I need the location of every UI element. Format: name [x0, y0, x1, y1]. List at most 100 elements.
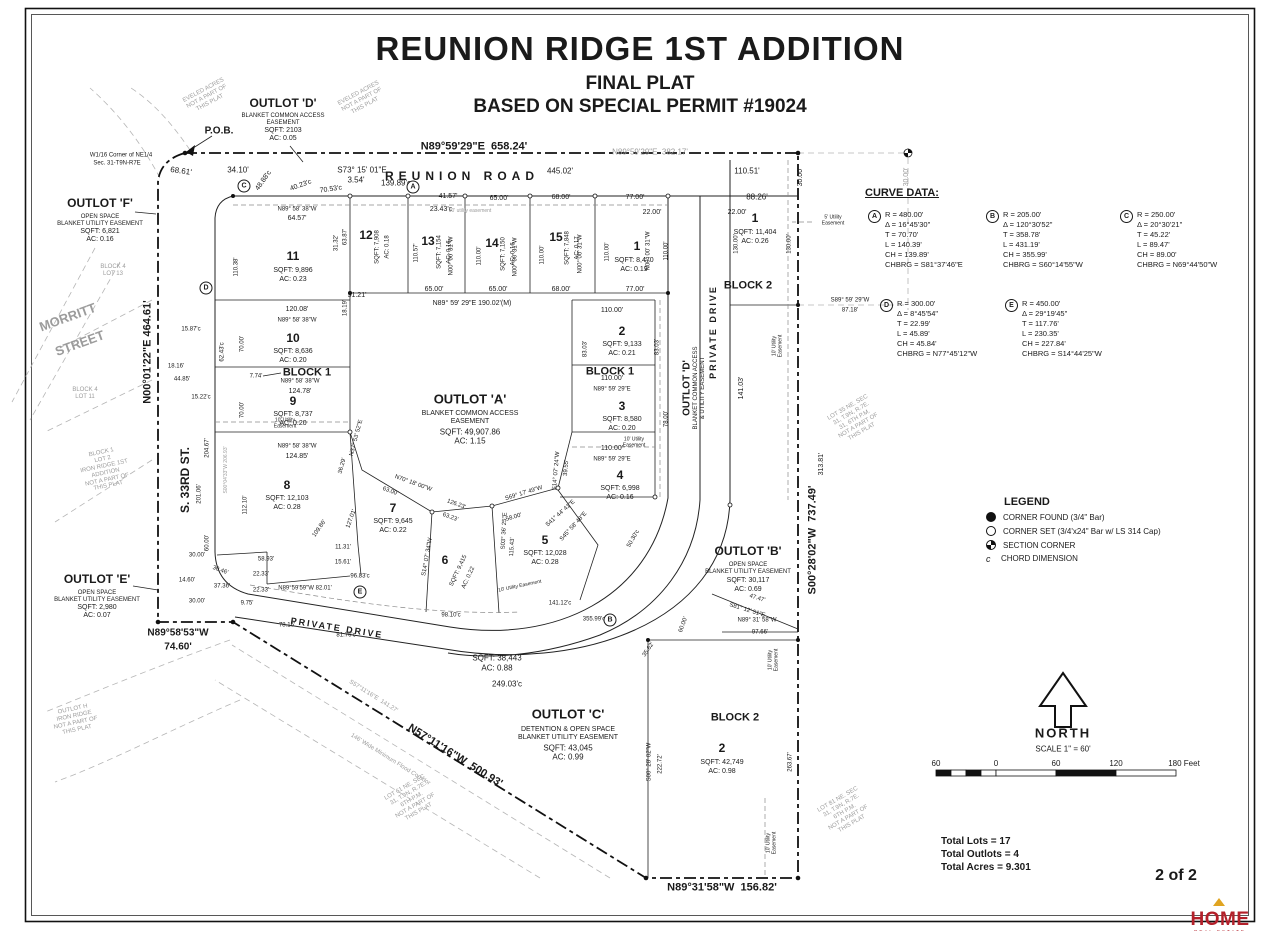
- plat-label: SQFT: 49,907.86: [439, 427, 501, 437]
- curve-value-line: T = 45.22': [1137, 230, 1171, 239]
- plat-label: AC: 0.88: [481, 663, 513, 673]
- plat-label: AC: 0.23: [279, 275, 307, 283]
- plat-label: N89° 58' 38"W: [277, 317, 317, 324]
- curve-value-line: Δ = 29°19'45": [1022, 309, 1068, 318]
- legend-item-label: SECTION CORNER: [1003, 540, 1076, 550]
- curve-values: R = 450.00'Δ = 29°19'45"T = 117.76'L = 2…: [1022, 299, 1102, 359]
- plat-label: 98.10'c: [441, 612, 461, 619]
- plat-label: 22.33': [252, 571, 270, 578]
- plat-label: 201.06': [196, 484, 203, 504]
- plat-label: 263.67': [787, 752, 794, 772]
- plat-label: SQFT: 6,998: [600, 484, 640, 492]
- legend-item: CORNER SET (3/4'x24" Bar w/ LS 314 Cap): [986, 526, 1161, 536]
- plat-label: 12: [359, 228, 373, 243]
- plat-label: 10' utility easement: [448, 208, 492, 215]
- curve-value-line: CHBRG = S14°44'25"W: [1022, 349, 1102, 358]
- plat-label: SQFT: 9,133: [602, 340, 642, 348]
- curve-value-line: R = 250.00': [1137, 210, 1176, 219]
- plat-label: N00° 00' 31"W: [577, 234, 584, 274]
- plat-label: S89° 59' 29"W: [830, 297, 870, 304]
- plat-subtitle: FINAL PLAT: [585, 73, 695, 94]
- scale-note: SCALE 1" = 60': [1035, 744, 1091, 754]
- plat-label: 5: [541, 533, 549, 548]
- plat-label: 14: [485, 236, 499, 251]
- plat-label: 41.57': [438, 192, 458, 200]
- curve-value-line: Δ = 120°30'52": [1003, 220, 1053, 229]
- corner-found-markers: [155, 150, 801, 881]
- plat-label: SQFT: 12,028: [523, 549, 567, 557]
- plat-label: 37.36': [213, 583, 231, 590]
- plat-label: SQFT: 8,636: [273, 347, 313, 355]
- plat-label: 110.00': [604, 242, 611, 262]
- plat-label: DETENTION & OPEN SPACE BLANKET UTILITY E…: [517, 725, 619, 741]
- plat-label: 22.00': [727, 208, 747, 216]
- plat-label: AC: 0.20: [279, 419, 307, 427]
- plat-label: N89° 59' 29"E: [593, 386, 631, 393]
- plat-label: SQFT: 2,980: [77, 603, 117, 611]
- plat-label: 110.38': [233, 257, 240, 277]
- plat-label: 141.03': [737, 376, 745, 400]
- plat-label: SQFT: 6,821: [80, 227, 120, 235]
- plat-label: S. 33RD ST.: [178, 446, 193, 514]
- plat-label: 64.57': [287, 214, 307, 222]
- plat-label: SQFT: 43,045: [543, 743, 593, 753]
- plat-label: 39.55': [562, 459, 571, 477]
- plat-label: AC: 0.20: [608, 424, 636, 432]
- plat-label: 30.00': [796, 167, 804, 187]
- plat-label: AC: 0.28: [531, 558, 559, 566]
- plat-label: N00°01'22"E 464.61': [141, 300, 154, 404]
- plat-label: 88.26': [746, 192, 768, 202]
- plat-label: SQFT: 42,749: [700, 758, 744, 766]
- plat-label: OPEN SPACE BLANKET UTILITY EASEMENT: [54, 590, 140, 603]
- plat-label: 110.00': [600, 374, 624, 382]
- plat-label: 15.87'c: [181, 326, 201, 333]
- plat-label: 22.00': [642, 208, 662, 216]
- plat-label: 10: [286, 331, 300, 346]
- curve-value-line: CH = 227.84': [1022, 339, 1066, 348]
- plat-label: 7: [389, 501, 397, 516]
- plat-label: Sec. 31-T9N-R7E: [93, 160, 141, 167]
- plat-label: AC: 0.18: [384, 235, 391, 259]
- plat-label: SQFT: 2103: [264, 126, 302, 134]
- plat-label: 6: [441, 553, 449, 568]
- plat-label: 1: [751, 211, 759, 226]
- curve-value-line: CH = 139.89': [885, 250, 929, 259]
- plat-label: N89° 58' 38"W: [277, 206, 317, 213]
- plat-label: BLOCK 4 LOT 13: [100, 264, 126, 277]
- plat-label: SQFT: 11,404: [733, 228, 777, 236]
- curve-value-line: CH = 45.84': [897, 339, 937, 348]
- plat-label: 23.43'c: [429, 205, 453, 213]
- curve-value-line: L = 140.39': [885, 240, 922, 249]
- curve-point-label: D: [199, 281, 213, 295]
- plat-label: 65.00': [424, 285, 444, 293]
- plat-label: 115.43': [509, 537, 517, 557]
- legend: LEGEND CORNER FOUND (3/4" Bar)CORNER SET…: [986, 496, 1161, 567]
- plat-label: BLANKET COMMON ACCESS EASEMENT: [241, 113, 325, 126]
- plat-label: 3.54': [347, 175, 365, 185]
- plat-label: P.O.B.: [204, 125, 234, 137]
- plat-label: 130.00': [786, 234, 793, 254]
- plat-label: 9.75': [240, 600, 254, 607]
- plat-label: 96.83'c: [350, 573, 370, 580]
- plat-title: REUNION RIDGE 1ST ADDITION: [375, 30, 905, 67]
- plat-label: 44.85': [173, 376, 191, 383]
- plat-permit-note: BASED ON SPECIAL PERMIT #19024: [473, 96, 807, 117]
- plat-label: 222.72': [657, 754, 664, 774]
- plat-label: 65.00': [489, 194, 509, 202]
- plat-label: 112.10': [242, 495, 249, 515]
- street-lines: [214, 160, 798, 657]
- legend-title: LEGEND: [1004, 496, 1050, 508]
- plat-label: AC: 0.22: [379, 526, 407, 534]
- plat-label: BLOCK 2: [710, 711, 760, 724]
- plat-label: 63.87': [342, 228, 349, 246]
- curve-point-label: A: [406, 180, 420, 194]
- scalebar-label: 60: [931, 759, 941, 768]
- plat-label: 31.32': [333, 234, 340, 252]
- plat-label: SQFT: 7,908: [374, 230, 381, 264]
- plat-label: OUTLOT 'D': [249, 96, 317, 111]
- plat-label: 22.33': [252, 587, 270, 594]
- curve-value-line: R = 450.00': [1022, 299, 1061, 308]
